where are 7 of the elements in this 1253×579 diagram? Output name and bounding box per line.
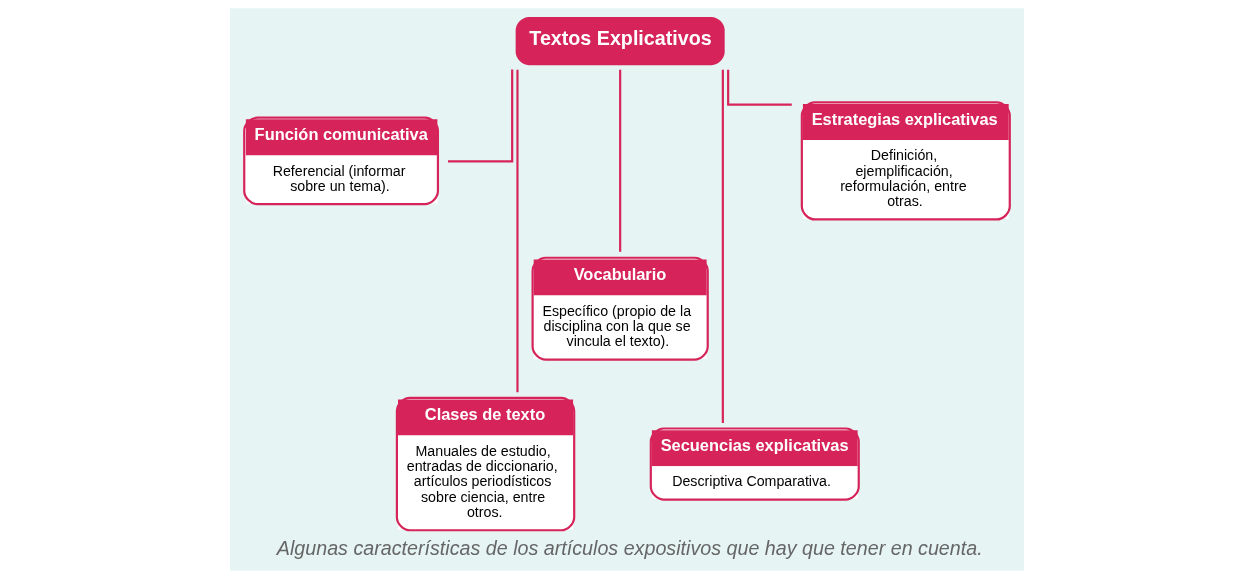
- connector: [447, 69, 513, 163]
- connector: [515, 69, 519, 393]
- connector: [726, 69, 792, 106]
- connector: [721, 69, 724, 423]
- node-box: Textos Explicativos: [515, 17, 725, 66]
- caption: Algunas características de los artículos expositivos que hay que tener en cuenta.: [276, 536, 983, 559]
- connector: [618, 69, 621, 252]
